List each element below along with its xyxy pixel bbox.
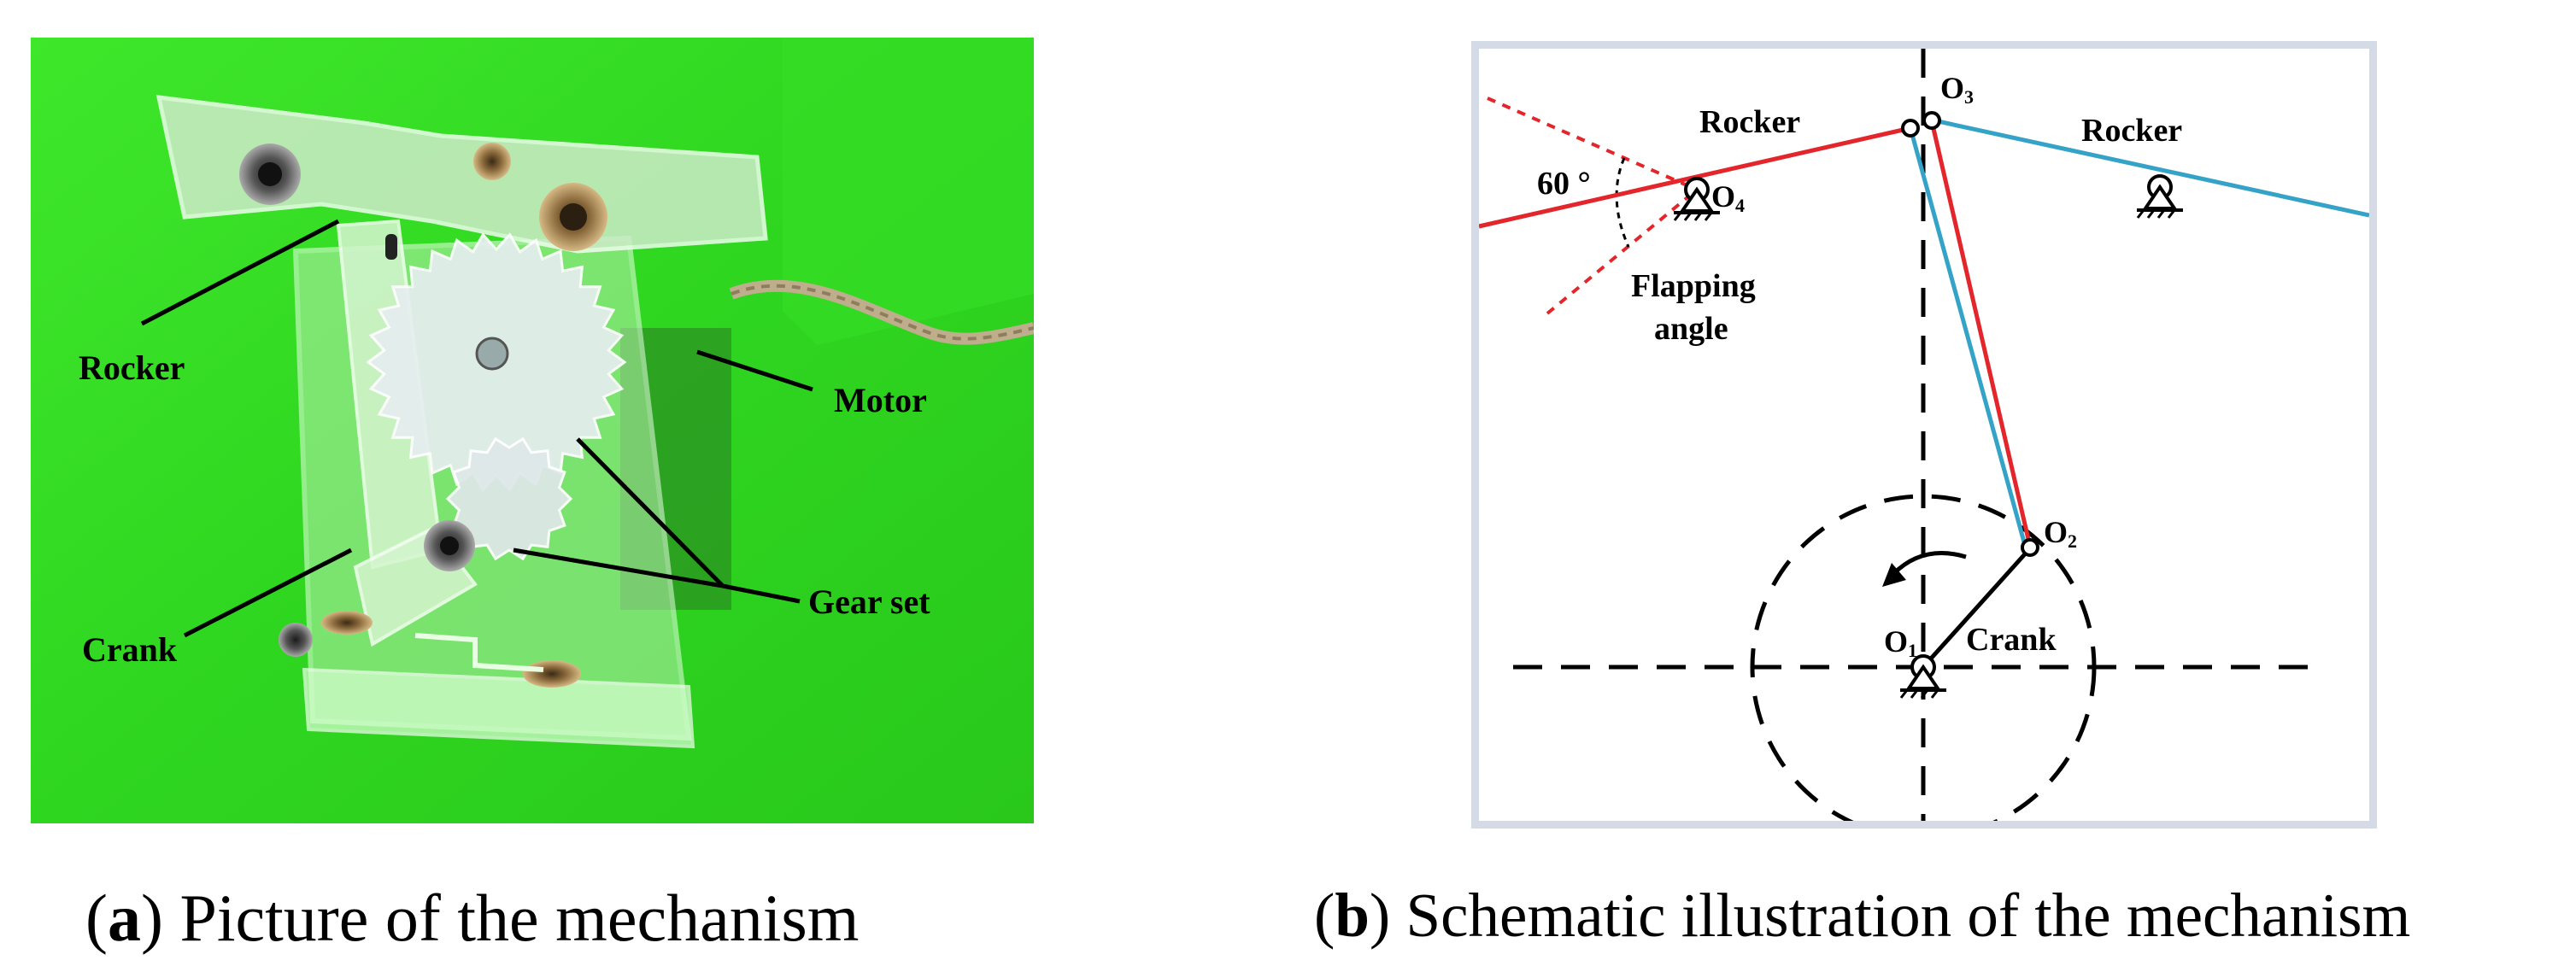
crank-circle	[1750, 494, 2097, 821]
joint-o2	[2021, 538, 2039, 557]
caption-a-letter: a	[107, 881, 141, 955]
gear-shaft	[475, 337, 509, 371]
angle-label: 60 °	[1537, 166, 1591, 202]
joint-left	[1901, 119, 1920, 138]
o4-label: O4	[1711, 179, 1745, 216]
flap-angle-arc	[1615, 157, 1630, 248]
upper-brass-bore	[560, 203, 587, 231]
flap-limit-upper	[1487, 97, 1698, 191]
schematic-frame: Rocker Rocker 60 ° Flapping angle Crank …	[1471, 41, 2377, 829]
crank-shaft-bore	[440, 536, 459, 555]
small-gear-teeth	[445, 436, 573, 561]
caption-b: (b) Schematic illustration of the mechan…	[1314, 881, 2411, 950]
pivot-o1	[1899, 654, 1946, 699]
mechanism-photo: Rocker Motor Gear set Crank	[31, 38, 1034, 823]
flapping-label-line1: Flapping	[1631, 268, 1756, 304]
flapping-label-line2: angle	[1654, 311, 1728, 347]
rotation-arrowhead	[1882, 563, 1906, 587]
blue-coupler	[1908, 127, 2028, 549]
crank-label: Crank	[82, 630, 178, 669]
rocker-leader	[140, 219, 340, 326]
joint-o3	[1922, 111, 1941, 130]
lower-bolt-left	[279, 623, 313, 657]
o1-label: O1	[1884, 624, 1917, 661]
small-gear	[445, 436, 573, 561]
backdrop-fold	[783, 38, 1034, 345]
small-brass-standoff	[473, 143, 511, 180]
schematic-diagram: Rocker Rocker 60 ° Flapping angle Crank …	[1479, 49, 2369, 821]
motor-cable	[729, 279, 1034, 345]
rocker-pivot-bore	[258, 162, 282, 186]
gear-set-label: Gear set	[808, 583, 930, 621]
pivot-right-rocker	[2136, 174, 2183, 219]
caption-a: (a) Picture of the mechanism	[85, 881, 860, 955]
gear-leader-label	[722, 583, 801, 604]
caption-b-letter: b	[1335, 881, 1370, 950]
gear-leader-upper	[576, 437, 725, 588]
crank-pin	[385, 234, 397, 260]
rotation-arrow	[1892, 551, 1967, 576]
caption-b-text: Schematic illustration of the mechanism	[1390, 881, 2411, 950]
o3-label: O3	[1940, 71, 1974, 108]
crank-link	[1922, 547, 2032, 669]
gear-leader-lower	[513, 547, 724, 588]
red-coupler	[1929, 120, 2033, 547]
caption-a-text: Picture of the mechanism	[162, 881, 860, 955]
blue-rocker	[1929, 117, 2369, 218]
lower-brass-right	[523, 660, 581, 688]
base-slot	[414, 633, 544, 672]
crank-leader	[183, 547, 353, 638]
rocker-label: Rocker	[79, 348, 185, 387]
rocker-right-label: Rocker	[2081, 113, 2182, 149]
rocker-left-label: Rocker	[1699, 104, 1800, 140]
o2-label: O2	[2044, 515, 2077, 552]
pivot-o4	[1673, 177, 1720, 221]
motor-label: Motor	[834, 381, 927, 419]
motor-leader	[696, 349, 813, 392]
lower-brass-left	[321, 611, 373, 635]
crank-label: Crank	[1966, 622, 2057, 658]
rocker-wing	[155, 95, 768, 254]
